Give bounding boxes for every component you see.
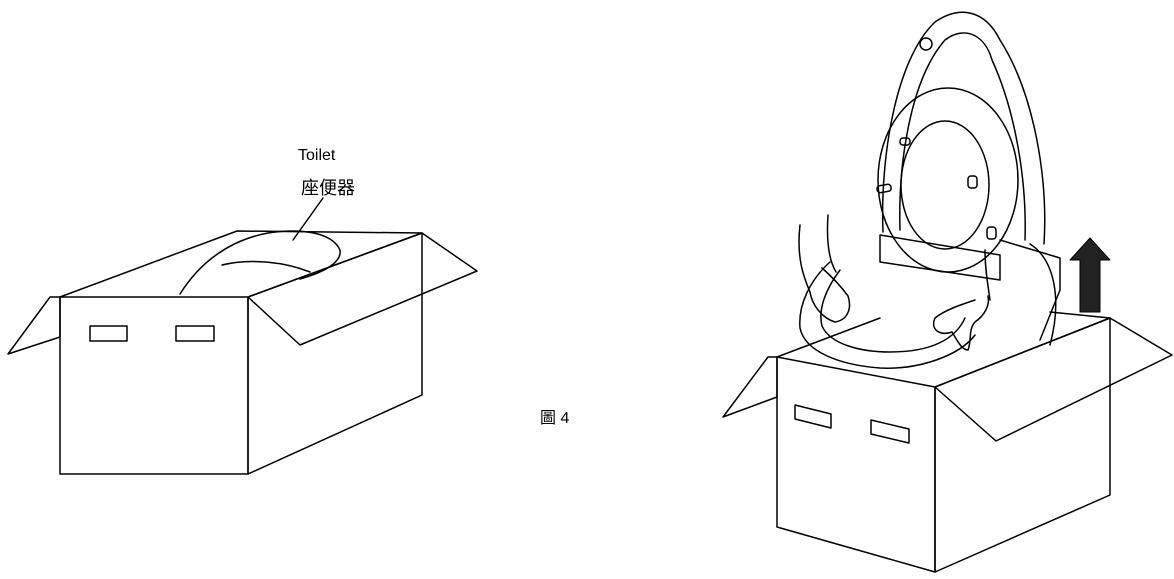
- open-box-front-face: [776, 356, 936, 573]
- open-box-left-flap: [722, 356, 778, 418]
- toilet-seat-opening: [900, 120, 990, 250]
- toilet-lifted: [798, 11, 1061, 369]
- toilet-lid-inner: [899, 32, 1026, 241]
- open-box-back-edge: [776, 317, 881, 358]
- box-side-face: [247, 232, 423, 475]
- box-left-flap: [7, 296, 61, 355]
- seat-bumper: [967, 175, 978, 189]
- toilet-bowl-rim: [799, 261, 976, 369]
- box-right-flap: [247, 232, 478, 346]
- box-top-edge: [59, 230, 423, 298]
- toilet-body-right: [1029, 243, 1057, 346]
- packed-box: [7, 197, 478, 475]
- left-hand: [798, 224, 851, 323]
- lid-hole: [919, 37, 933, 51]
- right-hand: [933, 295, 990, 351]
- up-arrow-icon: [1069, 237, 1111, 313]
- toilet-lid: [881, 11, 1046, 245]
- open-box-back-edge-right: [1049, 311, 1111, 319]
- toilet-label-chinese: 座便器: [301, 178, 355, 198]
- box-front-face: [59, 296, 249, 475]
- toilet-label-english: Toilet: [298, 147, 336, 164]
- box-handle-right: [175, 325, 215, 342]
- toilet-tank: [999, 239, 1061, 341]
- open-box: [722, 311, 1173, 573]
- left-arm: [826, 214, 837, 273]
- figure-caption: 圖 4: [540, 410, 570, 427]
- toilet-seat-ring: [877, 87, 1019, 273]
- open-box-handle-left: [794, 404, 832, 429]
- open-box-side-face: [934, 317, 1111, 573]
- toilet-deck: [879, 234, 1001, 281]
- open-box-handle-right: [870, 419, 910, 444]
- leader-line: [292, 197, 324, 241]
- toilet-bowl-inner: [820, 269, 966, 353]
- seat-bumper: [986, 226, 997, 240]
- seat-bumper: [899, 137, 911, 146]
- box-handle-left: [89, 325, 128, 342]
- toilet-rim-line: [221, 260, 311, 273]
- right-arm: [984, 249, 991, 301]
- seat-bumper: [876, 183, 892, 194]
- toilet-in-box: [179, 230, 341, 295]
